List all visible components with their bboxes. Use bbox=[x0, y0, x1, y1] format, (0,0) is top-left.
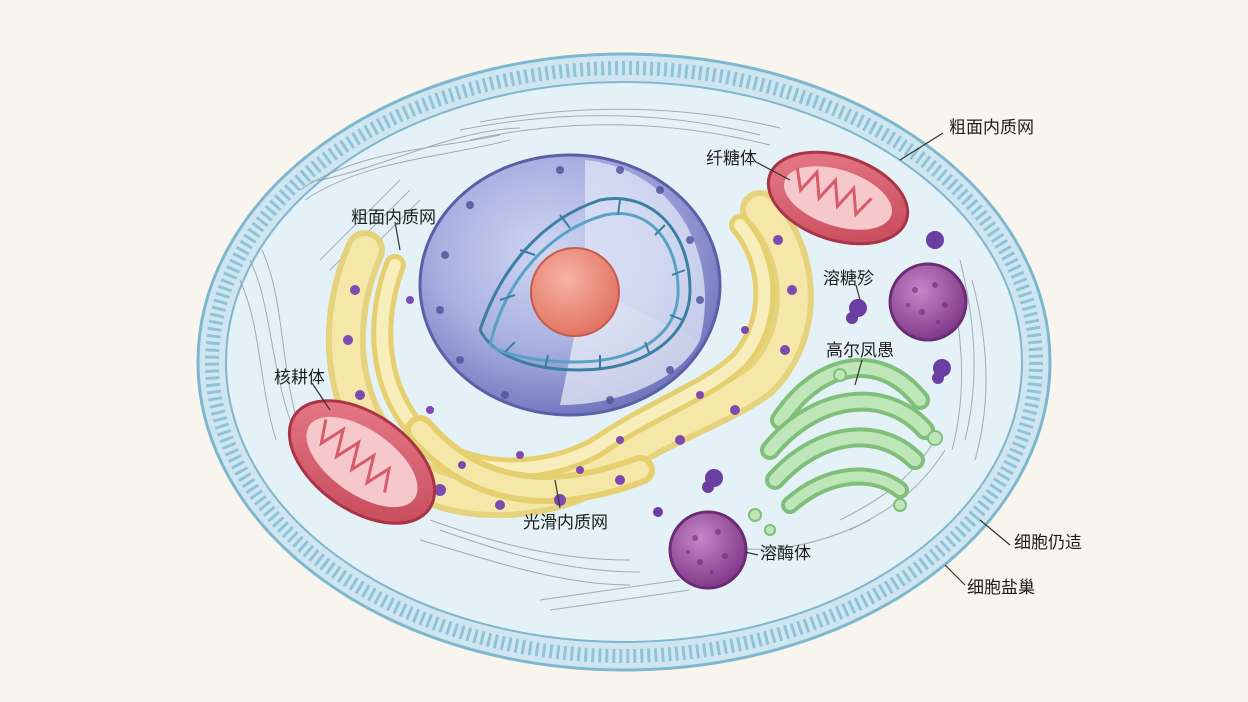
mitochondrion-top bbox=[766, 150, 910, 246]
leader-lines bbox=[311, 132, 1011, 586]
dna-helix bbox=[478, 197, 692, 372]
label-rough-er-outer: 粗面内质网 bbox=[949, 118, 1034, 138]
mitochondrion-left bbox=[287, 399, 437, 525]
lysosome-right bbox=[888, 262, 968, 342]
label-cell-membrane: 细胞盐巢 bbox=[967, 578, 1035, 598]
label-smooth-er: 光滑内质网 bbox=[523, 513, 608, 533]
lysosome-bottom bbox=[668, 510, 748, 590]
label-ribosome: 纤糖体 bbox=[706, 149, 757, 169]
label-lysosome-top: 溶糖殄 bbox=[823, 269, 874, 289]
label-rough-er-inner: 粗面内质网 bbox=[351, 208, 436, 228]
label-lysosome-bottom: 溶酶体 bbox=[760, 544, 811, 564]
free-ribosomes bbox=[653, 231, 951, 517]
label-mitochondrion-left: 核耕体 bbox=[274, 368, 325, 388]
cytoskeleton-fibers bbox=[239, 108, 987, 611]
golgi-apparatus bbox=[748, 358, 943, 536]
nucleolus bbox=[530, 247, 620, 337]
label-golgi: 高尔凤愚 bbox=[826, 341, 894, 361]
label-cytoskeleton: 细胞仍迼 bbox=[1014, 533, 1082, 553]
